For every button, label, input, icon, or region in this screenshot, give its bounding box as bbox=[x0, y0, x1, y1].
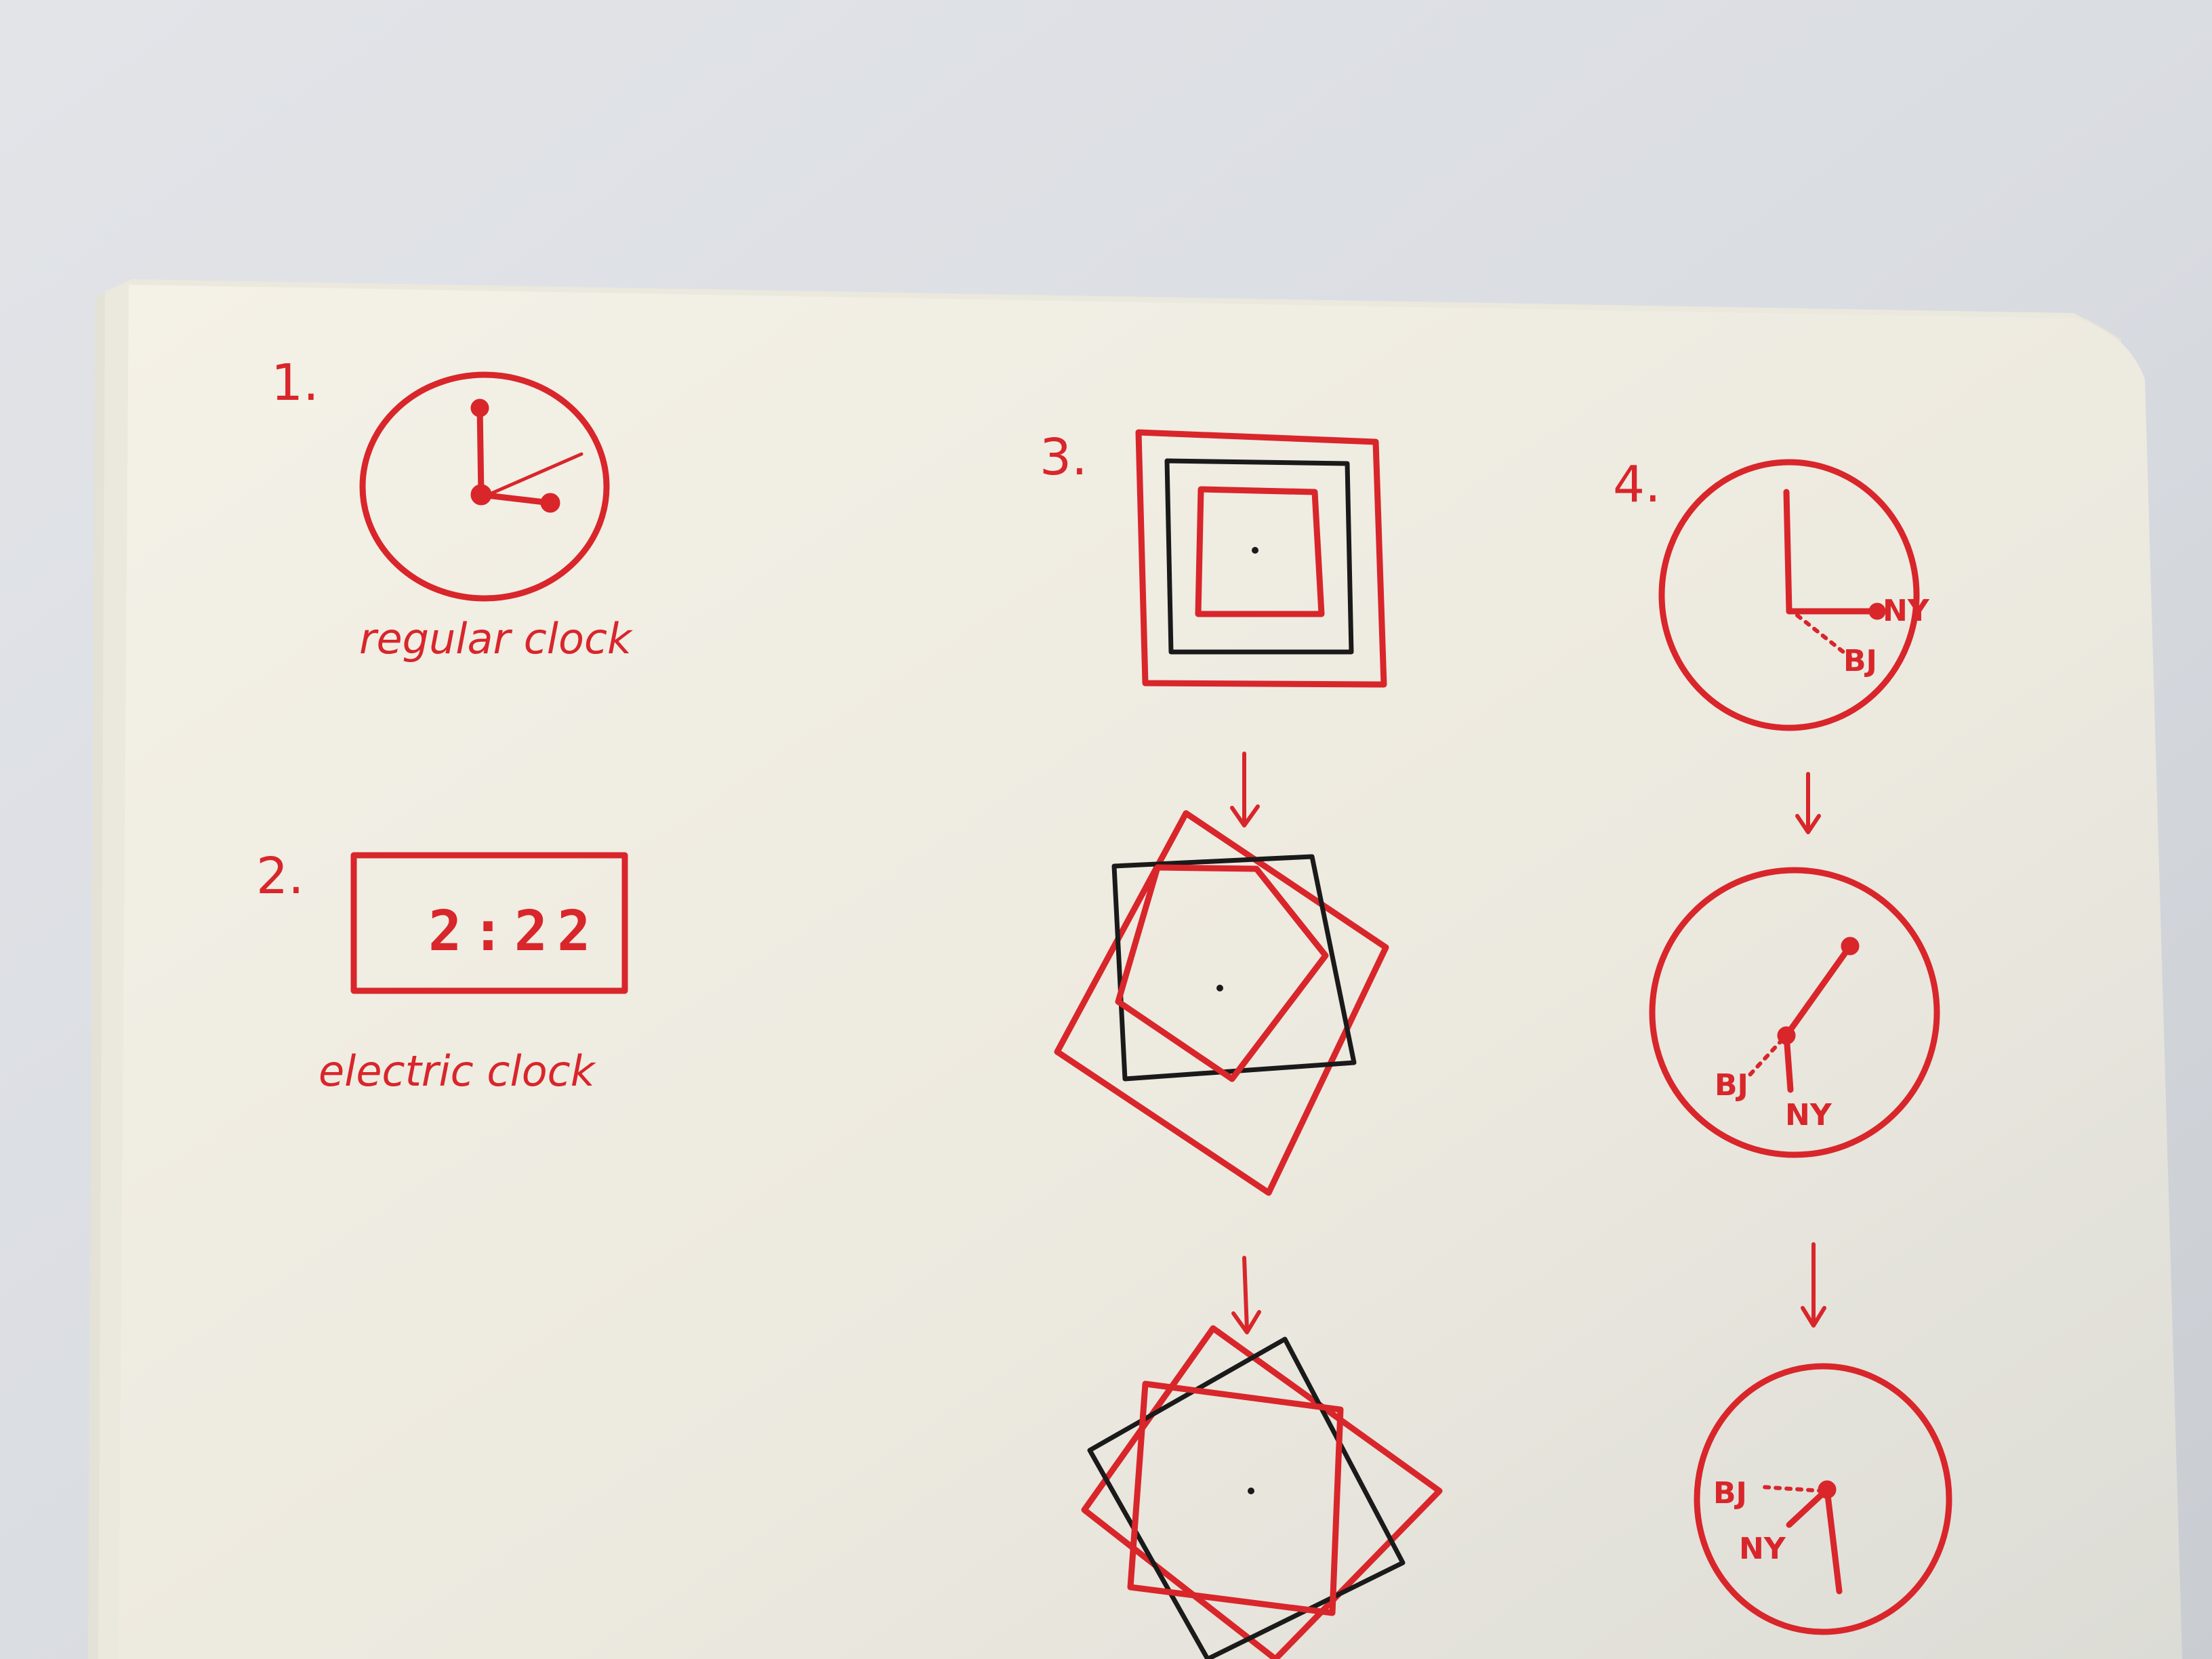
arrow-4-head bbox=[1801, 1306, 1826, 1328]
hand-dot bbox=[1868, 602, 1886, 620]
hub-dot bbox=[470, 484, 492, 506]
ny-hand-vertical bbox=[1783, 489, 1793, 615]
bj-hand-dotted bbox=[1795, 613, 1852, 659]
clock-face-circle bbox=[359, 371, 610, 602]
center-dot-3 bbox=[1248, 1488, 1254, 1494]
hour-hand bbox=[476, 403, 485, 498]
black-square bbox=[1164, 458, 1354, 655]
second-hand bbox=[489, 452, 583, 495]
item-number-4: 4. bbox=[1613, 455, 1661, 514]
center-dot bbox=[1252, 547, 1258, 554]
electric-clock-sketch bbox=[350, 852, 628, 994]
ny-hand-3 bbox=[1824, 1486, 1843, 1595]
arrow-2 bbox=[1242, 1256, 1249, 1332]
bj-hand-3-dotted bbox=[1759, 1485, 1825, 1493]
rotated-red-square-4 bbox=[1127, 1380, 1344, 1616]
inner-red-square bbox=[1195, 486, 1325, 617]
ny-tag-3: NY bbox=[1739, 1532, 1786, 1566]
bj-hand-2-dotted bbox=[1748, 1038, 1784, 1077]
item-number-2: 2. bbox=[256, 847, 304, 905]
regular-clock-sketch bbox=[359, 371, 610, 602]
ny-tag-1: NY bbox=[1883, 594, 1930, 628]
world-clock-face-3 bbox=[1694, 1363, 1952, 1635]
bj-tag-1: BJ bbox=[1843, 644, 1877, 678]
minute-hand bbox=[478, 491, 554, 506]
hand-dot-3 bbox=[1841, 937, 1860, 956]
regular-clock-label: regular clock bbox=[359, 614, 633, 663]
ny-hand-2 bbox=[1783, 943, 1853, 1039]
electric-clock-label: electric clock bbox=[319, 1046, 596, 1096]
arrow-2-head bbox=[1231, 1310, 1261, 1334]
hand-dot-4 bbox=[1818, 1480, 1837, 1499]
world-clock-sketch bbox=[1649, 459, 1952, 1635]
hand-dot-2 bbox=[1777, 1026, 1796, 1045]
outer-red-square bbox=[1135, 429, 1387, 688]
arrow-1-head bbox=[1230, 804, 1260, 827]
rotated-red-square-3 bbox=[1081, 1325, 1443, 1659]
rotated-red-square-inner bbox=[1115, 864, 1329, 1082]
black-square-2 bbox=[1111, 854, 1357, 1082]
electric-clock-time: 2:22 bbox=[428, 899, 600, 964]
bj-tag-3: BJ bbox=[1713, 1476, 1747, 1511]
hand-tip-dot-2 bbox=[540, 493, 560, 513]
item-number-1: 1. bbox=[271, 354, 319, 412]
ny-tag-2: NY bbox=[1785, 1098, 1832, 1132]
world-clock-face-2 bbox=[1649, 867, 1940, 1158]
arrow-3-head bbox=[1795, 814, 1821, 834]
item-number-3: 3. bbox=[1040, 428, 1088, 487]
hand-tip-dot bbox=[470, 398, 489, 417]
bj-tag-2: BJ bbox=[1715, 1068, 1748, 1103]
rotating-squares-sketch bbox=[1054, 429, 1443, 1659]
electric-clock-frame bbox=[350, 852, 628, 994]
center-dot-2 bbox=[1216, 985, 1223, 991]
world-clock-face-1 bbox=[1658, 459, 1920, 731]
